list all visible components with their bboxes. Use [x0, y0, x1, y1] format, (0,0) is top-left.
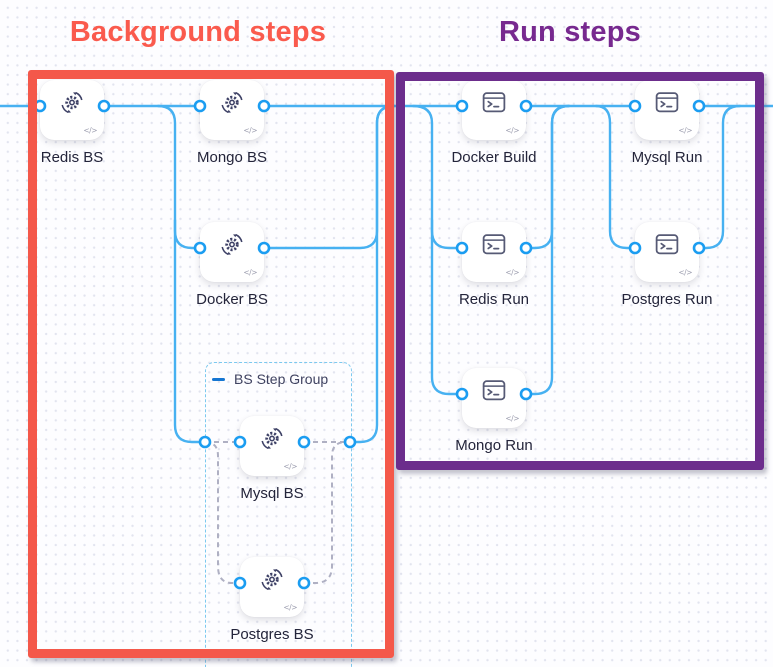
- code-glyph: </>: [243, 268, 257, 277]
- pipeline-edge: [697, 104, 742, 250]
- node-label-docker-build: Docker Build: [451, 149, 537, 166]
- connector-port[interactable]: [297, 435, 311, 449]
- node-docker-bs[interactable]: </>: [200, 222, 264, 282]
- node-mysql-run[interactable]: </>: [635, 80, 699, 140]
- bs-step-group-label: BS Step Group: [234, 371, 329, 387]
- connector-port[interactable]: [343, 435, 357, 449]
- connector-port[interactable]: [193, 241, 207, 255]
- pipeline-edge: [156, 104, 207, 444]
- connector-port[interactable]: [297, 576, 311, 590]
- node-label-mongo-bs: Mongo BS: [196, 149, 268, 166]
- node-label-mongo-run: Mongo Run: [455, 437, 533, 454]
- run-step-icon: [652, 89, 682, 121]
- connector-port[interactable]: [198, 435, 212, 449]
- node-postgres-bs[interactable]: </>: [240, 557, 304, 617]
- code-glyph: </>: [678, 268, 692, 277]
- connector-port[interactable]: [455, 387, 469, 401]
- node-mongo-run[interactable]: </>: [462, 368, 526, 428]
- background-step-icon: [259, 566, 286, 598]
- run-steps-title: Run steps: [499, 16, 641, 48]
- node-redis-bs[interactable]: </>: [40, 80, 104, 140]
- run-step-icon: [652, 231, 682, 263]
- connector-port[interactable]: [455, 99, 469, 113]
- node-label-postgres-bs: Postgres BS: [230, 626, 314, 643]
- run-step-icon: [479, 377, 509, 409]
- node-postgres-run[interactable]: </>: [635, 222, 699, 282]
- run-step-icon: [479, 231, 509, 263]
- node-label-mysql-run: Mysql Run: [631, 149, 703, 166]
- collapse-icon[interactable]: [212, 377, 225, 381]
- connector-port[interactable]: [257, 99, 271, 113]
- code-glyph: </>: [505, 268, 519, 277]
- pipeline-edge: [411, 104, 464, 396]
- code-glyph: </>: [678, 126, 692, 135]
- code-glyph: </>: [83, 126, 97, 135]
- background-step-icon: [219, 89, 246, 121]
- bs-step-group-box: [205, 362, 352, 667]
- pipeline-edge-dashed: [304, 441, 350, 584]
- background-step-icon: [59, 89, 86, 121]
- background-step-icon: [259, 425, 286, 457]
- connector-port[interactable]: [692, 241, 706, 255]
- node-mongo-bs[interactable]: </>: [200, 80, 264, 140]
- connector-port[interactable]: [257, 241, 271, 255]
- node-docker-build[interactable]: </>: [462, 80, 526, 140]
- node-label-redis-bs: Redis BS: [40, 149, 104, 166]
- node-label-docker-bs: Docker BS: [196, 291, 268, 308]
- node-mysql-bs[interactable]: </>: [240, 416, 304, 476]
- pipeline-edge: [348, 104, 396, 444]
- code-glyph: </>: [243, 126, 257, 135]
- connector-port[interactable]: [33, 99, 47, 113]
- node-label-redis-run: Redis Run: [458, 291, 530, 308]
- code-glyph: </>: [505, 126, 519, 135]
- connector-port[interactable]: [519, 99, 533, 113]
- run-step-icon: [479, 89, 509, 121]
- pipeline-edge: [430, 218, 464, 250]
- pipeline-edge: [173, 218, 202, 250]
- connector-port[interactable]: [628, 241, 642, 255]
- bs-step-group-header[interactable]: BS Step Group: [212, 371, 328, 387]
- connector-port[interactable]: [193, 99, 207, 113]
- node-label-postgres-run: Postgres Run: [621, 291, 713, 308]
- connector-port[interactable]: [692, 99, 706, 113]
- connector-port[interactable]: [519, 387, 533, 401]
- connector-port[interactable]: [519, 241, 533, 255]
- pipeline-edge: [524, 104, 571, 396]
- connector-port[interactable]: [97, 99, 111, 113]
- code-glyph: </>: [283, 603, 297, 612]
- node-redis-run[interactable]: </>: [462, 222, 526, 282]
- background-steps-title: Background steps: [69, 16, 327, 48]
- code-glyph: </>: [505, 414, 519, 423]
- pipeline-edge: [594, 104, 637, 250]
- connector-port[interactable]: [455, 241, 469, 255]
- code-glyph: </>: [283, 462, 297, 471]
- connector-port[interactable]: [233, 576, 247, 590]
- connector-port[interactable]: [233, 435, 247, 449]
- connector-port[interactable]: [628, 99, 642, 113]
- node-label-mysql-bs: Mysql BS: [240, 485, 304, 502]
- background-step-icon: [219, 231, 246, 263]
